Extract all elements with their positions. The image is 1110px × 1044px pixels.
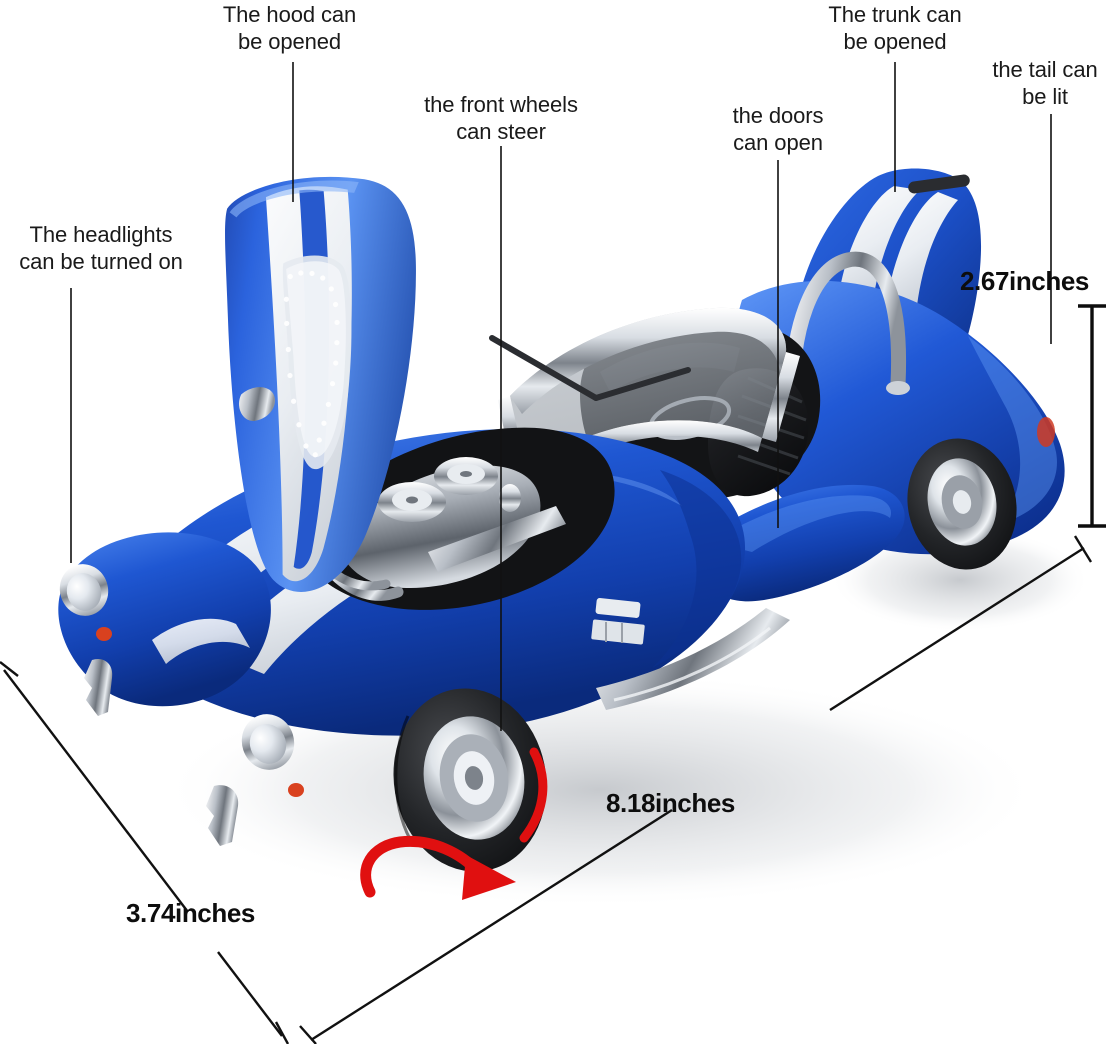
callout-trunk: The trunk can be opened [828,2,962,54]
open-hood [225,176,416,592]
dimension-width-label: 3.74inches [126,898,255,928]
callout-doors: the doors can open [732,103,824,155]
engine-badge [591,598,645,645]
headlight-left [59,564,109,616]
callout-front-wheels: the front wheels can steer [424,92,578,144]
callout-headlights: The headlights can be turned on [19,222,183,274]
car-nose [58,532,304,846]
open-door [698,484,905,602]
callout-tail-light: the tail can be lit [992,57,1098,109]
callout-hood: The hood can be opened [222,2,357,54]
dimension-length-label: 8.18inches [606,788,735,818]
dimension-height-label: 2.67inches [960,266,1089,296]
rear-wheel [907,438,1017,570]
headlight-right [241,714,295,770]
